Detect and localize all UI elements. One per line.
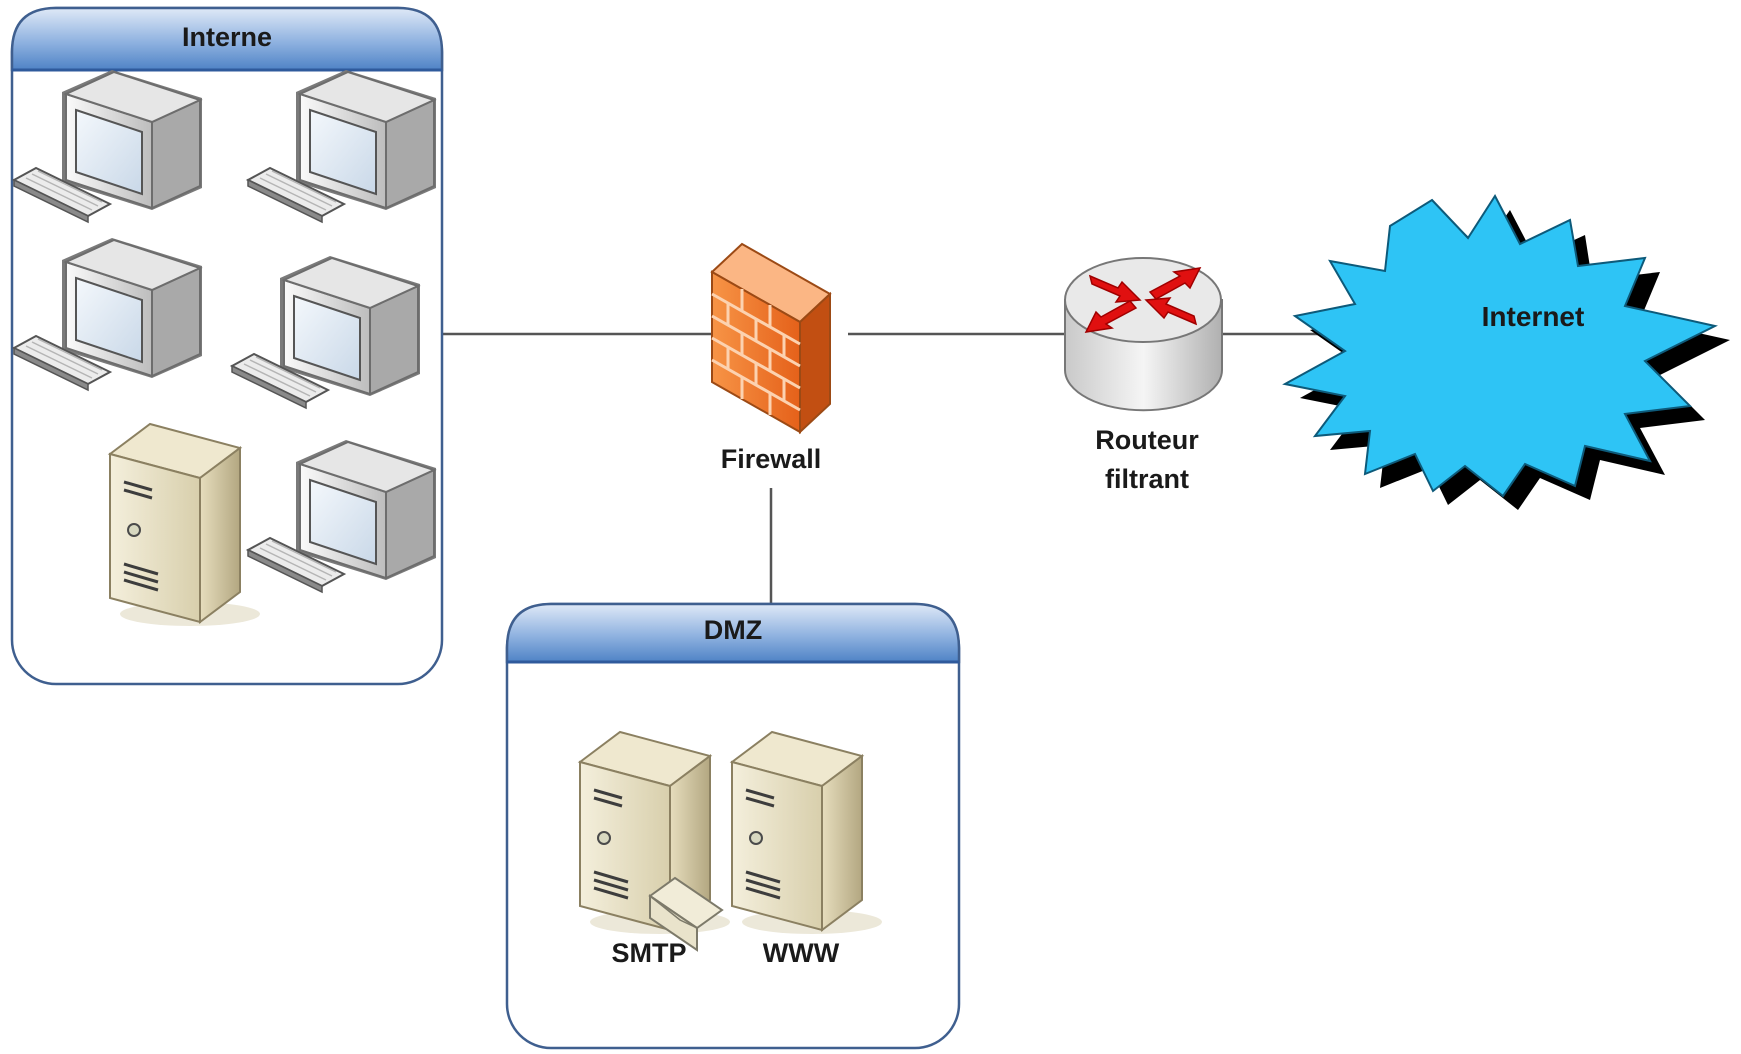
firewall-label: Firewall [721,444,822,474]
dmz-zone: DMZ SMTP WWW [505,602,961,1050]
internet-cloud-shape [1282,194,1718,498]
dmz-zone-header [505,602,961,664]
www-server-label: WWW [763,938,840,968]
smtp-server-label: SMTP [611,938,686,968]
firewall-icon [710,242,832,435]
internet-cloud-icon [1282,194,1730,510]
envelope-icon [648,876,724,952]
internal-zone-title: Interne [182,22,272,52]
router-label-line2: filtrant [1105,464,1189,494]
internet-label: Internet [1482,301,1585,332]
internal-zone-header [10,6,444,72]
network-links [442,332,1360,604]
dmz-zone-title: DMZ [704,615,762,645]
router-icon [1064,257,1223,412]
internal-zone: Interne [10,6,444,686]
router-label-line1: Routeur [1095,425,1199,455]
